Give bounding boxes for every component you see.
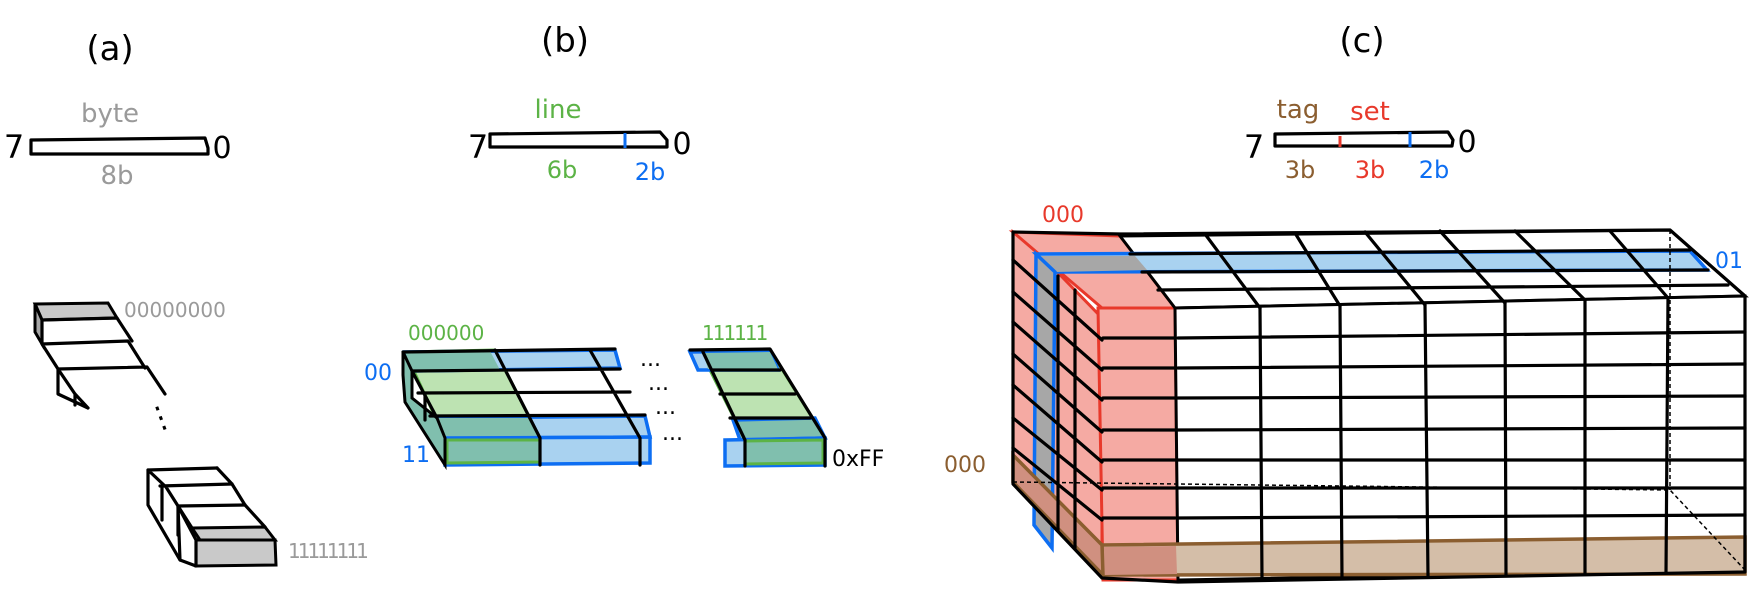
last-byte-grid (215, 466, 267, 529)
panel-b-bit-high: 7 (468, 128, 488, 166)
cube-side-grid (1011, 258, 1104, 550)
panel-a-last-addr: 11111111 (288, 539, 367, 563)
panel-b-line-size: 6b (547, 156, 578, 184)
panel-c-tag-label: tag (1277, 95, 1320, 125)
panel-b-first-offset: 00 (364, 361, 392, 386)
panel-c-title: (c) (1339, 21, 1384, 61)
panel-b-last-offset: 11 (402, 443, 430, 468)
panel-b-end-addr: 0xFF (832, 447, 884, 472)
offset-11-overlap-top (437, 418, 540, 438)
panel-b-left-grid (401, 347, 647, 467)
tag-000-row-overlap-front (1104, 546, 1177, 575)
panel-a: (a) byte 7 0 8b 00000000 ⋮ 11111111 (4, 29, 370, 568)
cube-hidden-edges (1012, 230, 1746, 571)
panel-b-line-label: line (535, 95, 582, 125)
panel-c-set-size: 3b (1355, 156, 1386, 184)
panel-a-bit-high: 7 (4, 128, 24, 166)
panel-c-set-label: set (1350, 97, 1390, 127)
panel-b-last-line: 111111 (702, 321, 767, 345)
panel-a-last-byte-strip: 11111111 (146, 466, 370, 568)
panel-b-ellipsis-2: ... (648, 371, 669, 396)
set-000-front (1096, 306, 1180, 582)
panel-b-ellipsis-group: ... ... ... ... (640, 347, 683, 446)
panel-b-bit-field (488, 130, 669, 149)
right-offset-00-overlap (703, 352, 778, 369)
panel-c-bit-low: 0 (1457, 125, 1476, 160)
panel-b-ellipsis-1: ... (640, 347, 661, 372)
panel-b-offset-size: 2b (635, 158, 666, 186)
panel-c-bit-high: 7 (1244, 128, 1264, 166)
last-byte-side (176, 504, 198, 568)
panel-c-offset-size: 2b (1419, 156, 1450, 184)
cube-outline (1011, 228, 1747, 584)
panel-b-title: (b) (541, 21, 589, 61)
right-offset-11-overlap-front (743, 438, 825, 466)
panel-b-right-grid (688, 347, 827, 468)
panel-b: (b) line 7 0 6b 2b 000000 00 11 (364, 21, 884, 472)
panel-c-address-bar: tag set 7 0 3b 3b 2b (1244, 95, 1477, 184)
offset-00-overlap (405, 351, 500, 371)
panel-a-address-bar: byte 7 0 8b (4, 99, 232, 191)
panel-c-cache-cube: 000 01 000 (944, 203, 1749, 584)
panel-a-field-label: byte (81, 99, 139, 129)
panel-b-cache-lines-left: 000000 00 11 (364, 321, 653, 471)
set-front-grid (1101, 336, 1177, 520)
panel-b-bit-low: 0 (672, 127, 691, 162)
panel-b-cache-lines-right: 111111 0xFF (687, 321, 884, 472)
panel-b-ellipsis-4: ... (662, 421, 683, 446)
offset-01-row-overlap (1038, 256, 1147, 272)
last-byte-front-cell (194, 538, 278, 568)
panel-c-offset-index: 01 (1715, 249, 1743, 274)
panel-c-tag-size: 3b (1285, 156, 1316, 184)
panel-b-first-line: 000000 (408, 321, 484, 345)
panel-a-bit-low: 0 (212, 131, 231, 166)
panel-c-bit-field (1273, 130, 1455, 148)
panel-a-field-size: 8b (100, 161, 133, 191)
panel-a-first-byte-strip: 00000000 (32, 298, 226, 410)
panel-a-bit-field (29, 136, 210, 156)
panel-b-ellipsis-3: ... (655, 395, 676, 420)
last-byte-top-cell (189, 525, 279, 542)
panel-b-address-bar: line 7 0 6b 2b (468, 95, 692, 186)
panel-a-title: (a) (86, 29, 133, 69)
last-byte-row-lines (146, 466, 247, 562)
panel-c-tag-index: 000 (944, 453, 986, 478)
offset-11-overlap-front (445, 438, 542, 465)
panel-a-first-addr: 00000000 (124, 298, 226, 322)
first-byte-row-lines (40, 316, 167, 410)
panel-c-set-index: 000 (1042, 203, 1084, 228)
panel-c: (c) tag set 7 0 3b 3b 2b (944, 21, 1749, 584)
tag-000-row-front (1100, 535, 1747, 577)
cube-top-grid (1128, 229, 1730, 310)
panel-a-ellipsis: ⋮ (141, 396, 181, 439)
